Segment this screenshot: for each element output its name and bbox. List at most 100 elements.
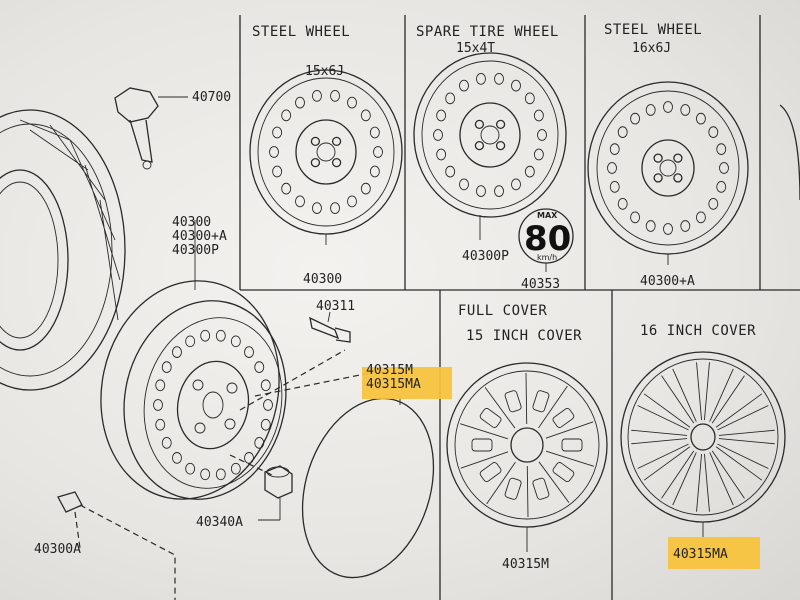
vent-hole <box>537 129 547 141</box>
vent-hole <box>695 211 706 224</box>
vent-hole <box>254 436 265 449</box>
vent-hole <box>369 126 380 139</box>
vent-hole <box>161 436 172 449</box>
cover-slot <box>532 477 550 500</box>
vent-hole <box>708 198 719 210</box>
lug-hole <box>310 136 321 147</box>
cover-16-part: 40315MA <box>673 547 728 562</box>
vent-hole <box>609 143 620 155</box>
lug-hole <box>474 119 485 130</box>
cover-outline <box>301 396 435 579</box>
full-cover-subtitle: 15 INCH COVER <box>466 328 582 344</box>
steel-wheel-16-part: 40300+A <box>640 274 695 289</box>
cover-spoke <box>484 387 516 429</box>
steel-wheel-15-part: 40300 <box>303 272 342 287</box>
lug-hole <box>673 153 683 163</box>
vent-hole <box>360 182 371 195</box>
vent-hole <box>230 335 241 348</box>
cover-spoke <box>631 438 688 445</box>
cover-spoke <box>709 452 734 506</box>
vent-hole <box>680 104 691 116</box>
vent-hole <box>215 468 226 481</box>
cover-spoke <box>538 385 568 429</box>
vent-hole <box>445 92 456 105</box>
wheel-part-1: 40300 <box>172 215 211 230</box>
vent-hole <box>244 346 254 358</box>
lug-hole <box>310 157 321 168</box>
vent-hole <box>153 399 163 411</box>
cover-spoke <box>643 393 691 428</box>
vent-hole <box>708 126 719 138</box>
cover-slot <box>504 477 522 500</box>
cover-spoke <box>717 443 769 469</box>
spare-wheel-title: SPARE TIRE WHEEL <box>416 24 559 40</box>
vent-hole <box>295 96 305 109</box>
vent-hole <box>436 109 447 122</box>
highlight-40315MA-top <box>362 367 452 399</box>
speed-label-part: 40353 <box>521 277 560 292</box>
lug-hole <box>331 157 342 168</box>
vent-hole <box>185 335 196 348</box>
vent-hole <box>476 73 486 85</box>
vent-hole <box>663 223 673 235</box>
nut-drawing <box>258 465 293 521</box>
vent-hole <box>476 185 486 197</box>
cover-spoke <box>460 451 509 469</box>
clip-drawing <box>57 491 83 513</box>
cover-spoke <box>637 443 689 469</box>
spare-wheel-part: 40300P <box>462 249 509 264</box>
vent-hole <box>260 379 271 392</box>
nut-part: 40340A <box>196 515 243 530</box>
wheel-part-3: 40300P <box>172 243 219 258</box>
vent-hole <box>269 146 279 158</box>
cover-slot <box>479 462 502 483</box>
steel-wheel-15-drawing <box>249 69 403 245</box>
full-cover-title: FULL COVER <box>458 303 547 319</box>
cover-spoke <box>459 423 509 440</box>
vent-hole <box>607 162 617 174</box>
vent-hole <box>172 452 182 464</box>
vent-hole <box>511 178 521 191</box>
cover-part-2: 40315MA <box>366 377 421 392</box>
highlight-40315MA-bottom <box>668 537 760 569</box>
vent-hole <box>609 181 620 193</box>
cover-spoke <box>643 446 691 481</box>
speed-label-unit: km/h <box>537 253 557 262</box>
cover-slot <box>561 438 583 452</box>
vent-hole <box>617 126 628 138</box>
steel-wheel-15-title: STEEL WHEEL <box>252 24 350 40</box>
vent-hole <box>494 185 504 197</box>
steel-wheel-16-drawing <box>587 81 800 265</box>
vent-hole <box>200 329 211 342</box>
cover-spoke <box>545 450 595 467</box>
vent-hole <box>295 195 305 208</box>
vent-hole <box>533 148 544 161</box>
vent-hole <box>373 146 383 158</box>
spare-wheel-drawing <box>413 52 574 272</box>
cover-spoke <box>526 465 529 517</box>
lug-hole <box>495 119 506 130</box>
cover-spoke <box>718 438 775 445</box>
vent-hole <box>630 112 641 125</box>
cover-spoke <box>538 461 570 503</box>
cover-slot <box>479 407 502 428</box>
bolt-drawing <box>309 311 351 343</box>
cover-spoke <box>718 429 775 436</box>
panel-grid <box>239 15 800 600</box>
wheel-part-2: 40300+A <box>172 229 227 244</box>
full-cover-part: 40315M <box>502 557 549 572</box>
cover-spoke <box>696 362 703 421</box>
vent-hole <box>716 181 727 193</box>
cover-16-title: 16 INCH COVER <box>640 323 756 339</box>
cover-spoke <box>711 450 745 499</box>
cover-slot <box>552 407 575 428</box>
steel-wheel-15-size: 15x6J <box>305 64 344 79</box>
vent-hole <box>281 182 292 195</box>
cover-16-drawing <box>620 351 786 537</box>
vent-hole <box>281 109 292 122</box>
vent-hole <box>185 462 196 475</box>
vent-hole <box>445 165 456 178</box>
vent-hole <box>312 202 322 214</box>
vent-hole <box>263 399 273 411</box>
